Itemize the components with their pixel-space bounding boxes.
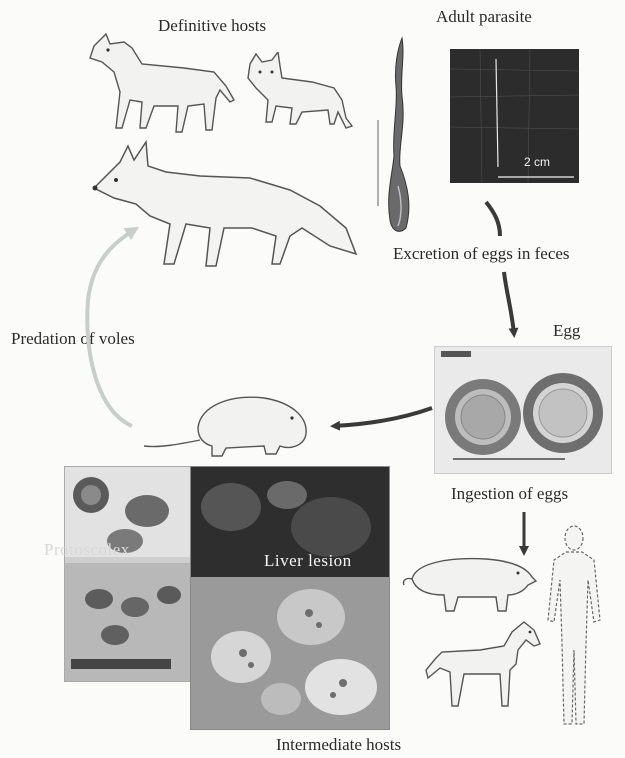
egg-photo (434, 346, 612, 474)
protoscolex-label: Protoscolex (44, 540, 130, 560)
ingestion-label: Ingestion of eggs (451, 484, 568, 504)
scale-bar-label: 2 cm (524, 155, 550, 169)
horse-illustration (420, 618, 548, 712)
fox-illustration (90, 132, 360, 272)
egg-label: Egg (553, 321, 580, 341)
human-illustration (544, 524, 604, 730)
intermediate-hosts-label: Intermediate hosts (276, 735, 401, 755)
adult-parasite-photo: 2 cm (450, 49, 579, 183)
cat-illustration (242, 52, 357, 134)
arrow-excretion-to-egg (504, 272, 514, 334)
protoscolex-photo (64, 466, 194, 682)
arrow-worm-to-excretion (486, 202, 500, 236)
predation-label: Predation of voles (11, 329, 135, 349)
liver-lesion-label: Liver lesion (264, 551, 352, 571)
adult-parasite-label: Adult parasite (436, 7, 532, 27)
arrow-egg-to-vole (334, 408, 432, 426)
dog-illustration (84, 28, 242, 138)
adult-parasite-worm (372, 36, 422, 236)
pig-illustration (398, 551, 538, 617)
liver-lesion-photo (190, 466, 390, 730)
vole-illustration (140, 388, 320, 460)
excretion-label: Excretion of eggs in feces (393, 244, 570, 264)
